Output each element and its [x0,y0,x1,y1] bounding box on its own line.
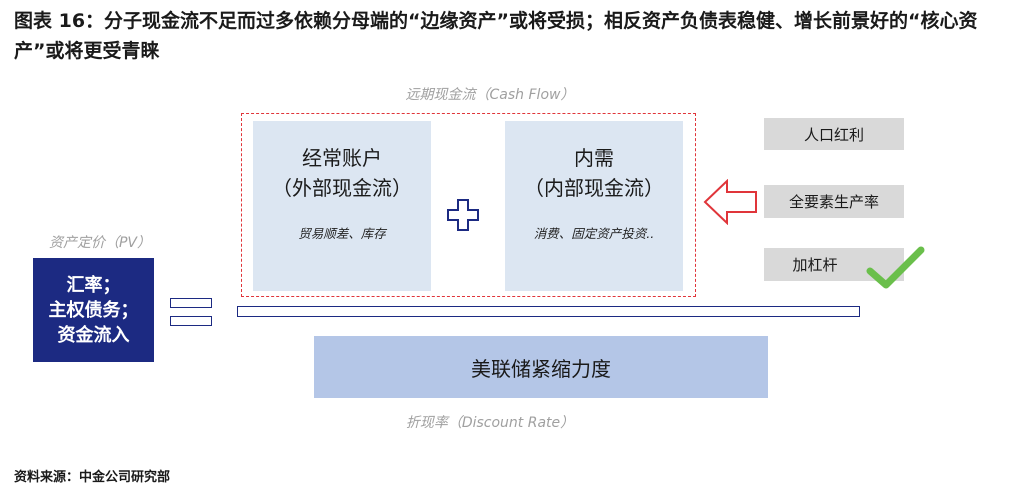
discount-rate-label: 折现率（Discount Rate） [405,415,575,431]
check-icon [866,246,925,289]
pv-box: 汇率； 主权债务； 资金流入 [33,258,154,362]
internal-title-line2: （内部现金流） [524,176,664,200]
external-title-line1: 经常账户 [302,146,382,170]
external-sub: 贸易顺差、库存 [298,226,386,241]
cash-flow-label: 远期现金流（Cash Flow） [405,87,575,103]
equals-bar-top [170,298,212,308]
left-arrow-icon [703,179,757,225]
plus-icon [447,199,479,231]
internal-title-line1: 内需 [574,146,614,170]
source-note: 资料来源：中金公司研究部 [14,470,171,485]
cash-flow-dashed-frame [241,113,696,297]
internal-sub: 消费、固定资产投资.. [533,226,655,241]
factor-demographic-dividend: 人口红利 [764,118,904,150]
external-title-line2: （外部现金流） [272,176,412,200]
factor-leverage: 加杠杆 [764,248,904,281]
discount-rate-box: 美联储紧缩力度 [314,336,768,398]
factor-tfp: 全要素生产率 [764,185,904,218]
equals-bar-bottom [170,316,212,326]
external-cash-flow-panel: 经常账户 （外部现金流） 贸易顺差、库存 [253,121,431,291]
pv-line3: 资金流入 [57,324,130,346]
internal-cash-flow-panel: 内需 （内部现金流） 消费、固定资产投资.. [505,121,683,291]
fraction-bar [237,306,860,317]
pv-line2: 主权债务； [48,299,139,321]
pv-line1: 汇率； [66,274,121,296]
figure-title: 图表 16：分子现金流不足而过多依赖分母端的“边缘资产”或将受损；相反资产负债表… [14,10,978,62]
pv-label: 资产定价（PV） [48,235,152,251]
